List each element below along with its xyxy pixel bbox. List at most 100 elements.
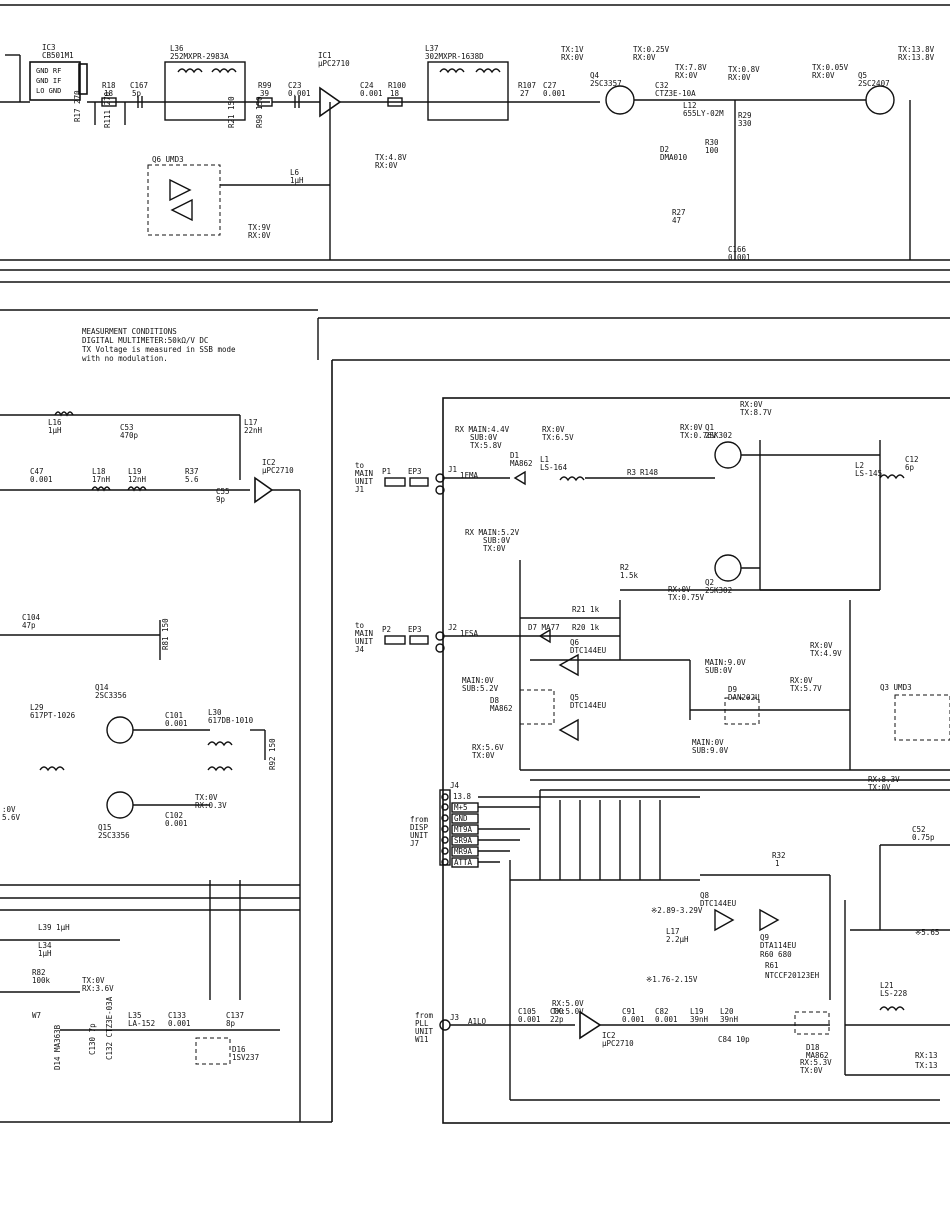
svg-text:W11: W11 — [415, 1035, 429, 1044]
svg-text:A1LO: A1LO — [468, 1017, 487, 1026]
d9-box — [724, 697, 760, 725]
svg-text:R99: R99 — [258, 81, 272, 90]
svg-text:IC2: IC2 — [602, 1031, 616, 1040]
svg-text:CB501M1: CB501M1 — [42, 51, 74, 60]
svg-text:39: 39 — [260, 89, 269, 98]
svg-text:27: 27 — [520, 89, 529, 98]
svg-text:22p: 22p — [550, 1015, 564, 1024]
svg-text:μPC2710: μPC2710 — [262, 466, 294, 475]
svg-text:D9: D9 — [728, 685, 737, 694]
svg-text:330: 330 — [738, 119, 752, 128]
svg-text:L16: L16 — [48, 418, 62, 427]
svg-text:TX:0V: TX:0V — [868, 783, 891, 792]
svg-text:R92 150: R92 150 — [268, 738, 277, 770]
svg-text:TX:9V: TX:9V — [248, 223, 271, 232]
svg-text:RX:13: RX:13 — [915, 1051, 938, 1060]
svg-text:MAIN:0V: MAIN:0V — [462, 676, 494, 685]
svg-text:SR9A: SR9A — [454, 836, 473, 845]
svg-text:8p: 8p — [226, 1019, 236, 1028]
svg-text:TX:0.75V: TX:0.75V — [668, 593, 705, 602]
svg-text:D8: D8 — [490, 696, 500, 705]
svg-text:TX:13.8V: TX:13.8V — [898, 45, 935, 54]
svg-text:Q5: Q5 — [570, 693, 579, 702]
svg-text:L35: L35 — [128, 1011, 142, 1020]
svg-text:R107: R107 — [518, 81, 536, 90]
q6-dtc-transistor — [558, 653, 579, 677]
q5-transistor — [865, 85, 895, 115]
svg-text:RX:5.0V: RX:5.0V — [552, 999, 584, 1008]
svg-text:22nH: 22nH — [244, 426, 263, 435]
svg-text:2SK302: 2SK302 — [705, 431, 732, 440]
svg-text:Q3 UMD3: Q3 UMD3 — [880, 683, 912, 692]
svg-text:2.2μH: 2.2μH — [666, 935, 689, 944]
svg-text:RX MAIN:5.2V: RX MAIN:5.2V — [465, 528, 520, 537]
svg-text:18: 18 — [104, 89, 114, 98]
svg-text:J2: J2 — [448, 623, 457, 632]
svg-text:MA862: MA862 — [510, 459, 533, 468]
svg-text:L12: L12 — [683, 101, 697, 110]
svg-text:5.6V: 5.6V — [2, 813, 21, 822]
svg-text:R81 150: R81 150 — [161, 618, 170, 650]
svg-text:L39 1μH: L39 1μH — [38, 923, 70, 932]
svg-text:C104: C104 — [22, 613, 41, 622]
q8-transistor — [714, 908, 735, 932]
svg-text:DMA010: DMA010 — [660, 153, 688, 162]
svg-text:TX:0V: TX:0V — [82, 976, 105, 985]
svg-text:J1: J1 — [448, 465, 457, 474]
svg-text:from: from — [415, 1011, 434, 1020]
svg-text:TX:7.8V: TX:7.8V — [675, 63, 707, 72]
svg-text:R27: R27 — [672, 208, 686, 217]
q14-transistor — [106, 716, 134, 744]
svg-text:0.001: 0.001 — [360, 89, 383, 98]
svg-text:TX:1V: TX:1V — [561, 45, 584, 54]
svg-text:R37: R37 — [185, 467, 199, 476]
svg-text:1μH: 1μH — [38, 949, 52, 958]
svg-text:DTC144EU: DTC144EU — [700, 899, 736, 908]
d8-box — [519, 689, 555, 725]
svg-text:C47: C47 — [30, 467, 44, 476]
svg-text:UNIT: UNIT — [355, 637, 374, 646]
svg-text:TX:0.05V: TX:0.05V — [812, 63, 849, 72]
svg-text:0.001: 0.001 — [655, 1015, 678, 1024]
svg-text:39nH: 39nH — [690, 1015, 709, 1024]
svg-text:TX:0.25V: TX:0.25V — [633, 45, 670, 54]
svg-text:GND: GND — [454, 814, 468, 823]
measurement-note-1: MEASURMENT CONDITIONS — [82, 327, 177, 336]
svg-text:L19: L19 — [128, 467, 142, 476]
svg-text:※1.76-2.15V: ※1.76-2.15V — [646, 975, 698, 984]
svg-text:D18: D18 — [806, 1043, 820, 1052]
svg-text:DAN202U: DAN202U — [728, 693, 760, 702]
svg-text:R2: R2 — [620, 563, 629, 572]
ic3-block — [29, 61, 81, 101]
ic3-label: IC3 — [42, 43, 56, 52]
svg-text:0.001: 0.001 — [518, 1015, 541, 1024]
svg-text:R82: R82 — [32, 968, 46, 977]
svg-text:1FSA: 1FSA — [460, 629, 479, 638]
svg-text:C24: C24 — [360, 81, 374, 90]
q2-transistor — [714, 554, 742, 582]
svg-text:0.001: 0.001 — [168, 1019, 191, 1028]
svg-text:RX:0V: RX:0V — [680, 423, 703, 432]
svg-text:MAIN:9.0V: MAIN:9.0V — [705, 658, 746, 667]
svg-text:C167: C167 — [130, 81, 148, 90]
svg-text:C23: C23 — [288, 81, 302, 90]
svg-text:302MXPR-1638D: 302MXPR-1638D — [425, 52, 484, 61]
svg-text:TX:6.5V: TX:6.5V — [542, 433, 574, 442]
svg-text:0.001: 0.001 — [543, 89, 566, 98]
svg-text:C80: C80 — [550, 1007, 564, 1016]
svg-text:RX:0V: RX:0V — [790, 676, 813, 685]
svg-text:1: 1 — [775, 859, 780, 868]
svg-text:EP3: EP3 — [408, 625, 422, 634]
svg-text:Q6: Q6 — [570, 638, 580, 647]
svg-text:17nH: 17nH — [92, 475, 111, 484]
svg-text:P2: P2 — [382, 625, 391, 634]
svg-text:252MXPR-2983A: 252MXPR-2983A — [170, 52, 229, 61]
svg-text:RX:0V: RX:0V — [812, 71, 835, 80]
svg-text:to: to — [355, 621, 365, 630]
q6-umd3-box — [147, 164, 221, 236]
svg-text:Q15: Q15 — [98, 823, 112, 832]
svg-text:M+5: M+5 — [454, 803, 468, 812]
svg-text:TX:0V: TX:0V — [195, 793, 218, 802]
svg-text:MT9A: MT9A — [454, 825, 473, 834]
svg-text:1μH: 1μH — [48, 426, 62, 435]
